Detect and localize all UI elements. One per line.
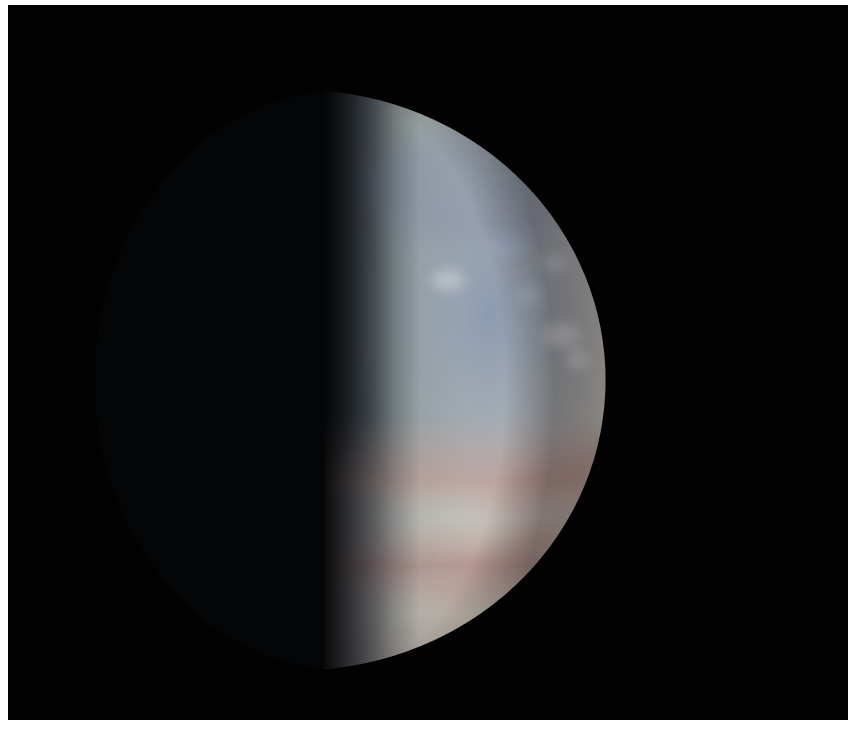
planet-lit-side <box>324 91 606 669</box>
planet-dark-side <box>94 91 325 669</box>
planet-illustration <box>94 91 606 669</box>
space-background <box>8 5 848 720</box>
